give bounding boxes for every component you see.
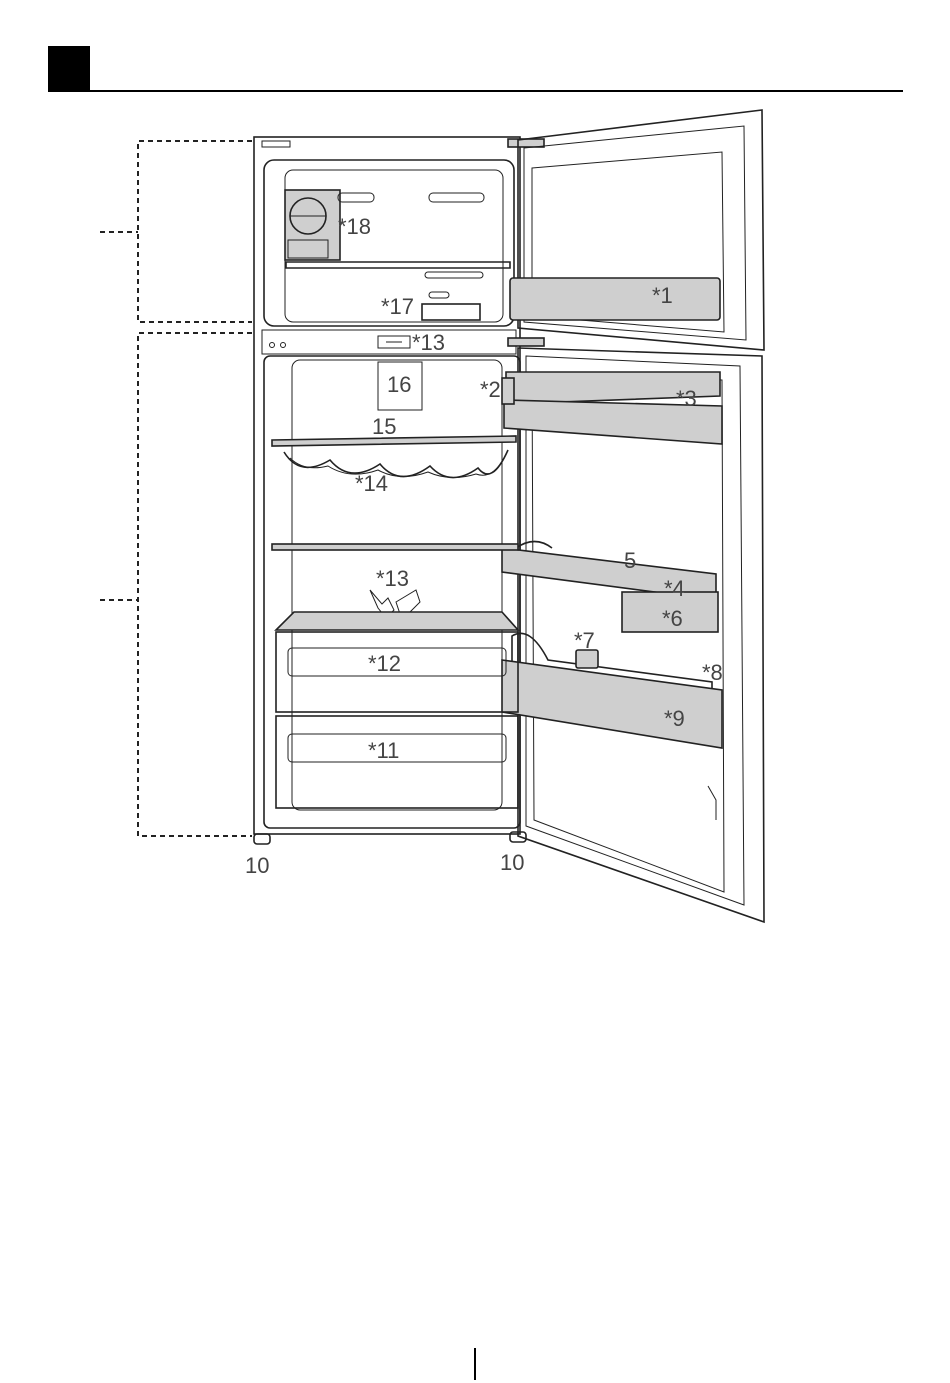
freezer-vent-right: [429, 193, 484, 202]
label-10-left: 10: [245, 853, 269, 878]
label-15: 15: [372, 414, 396, 439]
label-17: *17: [381, 294, 414, 319]
label-16: 16: [387, 372, 411, 397]
glass-shelf: [272, 544, 518, 550]
label-13-top: *13: [412, 330, 445, 355]
fridge-bracket: [100, 333, 252, 836]
label-8: *8: [702, 660, 723, 685]
ice-box: [422, 304, 480, 320]
freezer-shelf: [286, 262, 510, 268]
freezer-door: [510, 110, 764, 350]
freezer-small-vent: [429, 292, 449, 298]
freezer-bracket: [100, 141, 252, 322]
label-5: 5: [624, 548, 636, 573]
label-4: *4: [664, 576, 685, 601]
label-3: *3: [676, 386, 697, 411]
label-2: *2: [480, 377, 501, 402]
label-14: *14: [355, 471, 388, 496]
label-10-right: 10: [500, 850, 524, 875]
freezer-rear-vent: [425, 272, 483, 278]
crisper-cover: [276, 612, 518, 630]
ice-tray: [285, 190, 340, 260]
label-13-mid: *13: [376, 566, 409, 591]
page-divider-mark: [474, 1348, 476, 1380]
label-11: *11: [368, 738, 399, 763]
label-12: *12: [368, 651, 401, 676]
wine-rack: [272, 436, 516, 478]
fridge-door: [502, 348, 764, 922]
freezer-vent-left: [338, 193, 374, 202]
label-18: *18: [338, 214, 371, 239]
label-7: *7: [574, 628, 595, 653]
label-6: *6: [662, 606, 683, 631]
label-9: *9: [664, 706, 685, 731]
label-1: *1: [652, 283, 673, 308]
